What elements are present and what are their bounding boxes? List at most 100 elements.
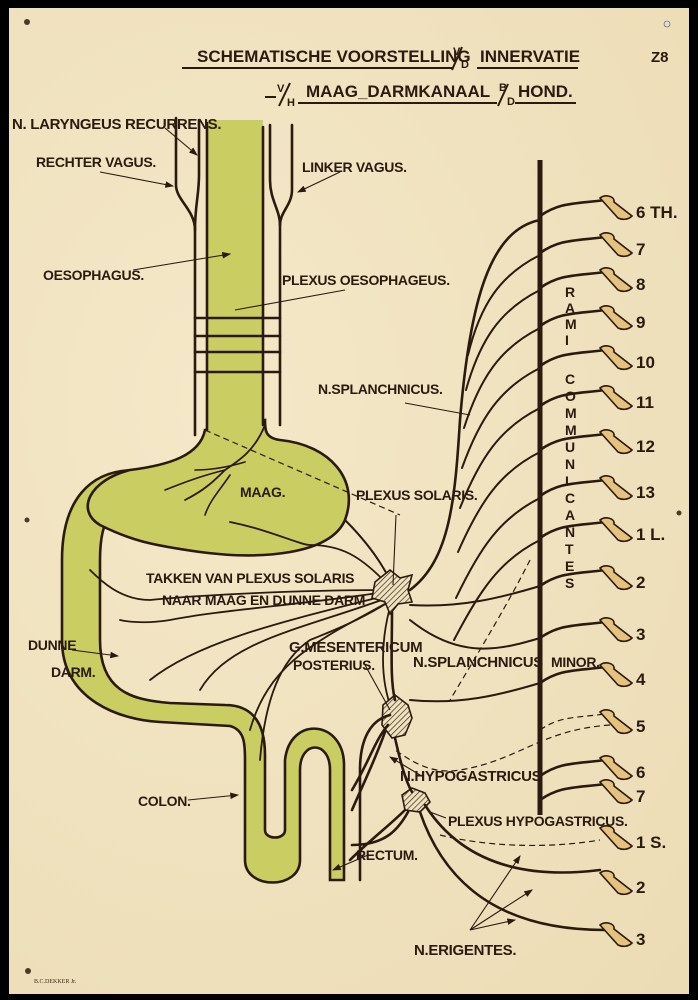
spinal-root: 2 [598, 870, 645, 897]
title-frac-top: V [453, 46, 461, 58]
title-line2-a: MAAG_DARMKANAAL [306, 82, 490, 101]
label-g-mesentericum-2: POSTERIUS. [293, 657, 375, 673]
title2-frac2-top: B [499, 82, 507, 94]
rami-letter: I [565, 332, 569, 348]
rami-letter: A [565, 300, 575, 316]
root-stub [598, 475, 634, 501]
pelvic-nerves [348, 610, 607, 932]
root-label: 7 [636, 787, 645, 806]
root-stub [598, 517, 634, 543]
label-splanchnicus-minor-a: N.SPLANCHNICUS [413, 654, 543, 671]
root-stub [598, 429, 634, 455]
spinal-root: 10 [538, 345, 655, 372]
root-stub [598, 232, 634, 258]
spinal-root: 12 [538, 429, 655, 456]
root-label: 4 [636, 670, 646, 689]
spinal-root: 11 [538, 385, 654, 412]
root-stub [598, 617, 634, 643]
title-frac-bot: D [461, 59, 469, 71]
rami-letter: A [565, 507, 575, 523]
pin-hole [676, 510, 682, 516]
rami-letter: O [565, 388, 576, 404]
title-line1-a: SCHEMATISCHE VOORSTELLING [197, 47, 471, 66]
root-label: 1 L. [636, 525, 665, 544]
root-stub [598, 195, 634, 221]
root-label: 3 [636, 930, 645, 949]
title-line2-b: HOND. [518, 82, 573, 101]
label-g-mesentericum-1: G.MESENTERICUM [289, 639, 422, 656]
label-dunne-darm-2: DARM. [51, 664, 95, 680]
pointer-lines [71, 127, 533, 931]
label-laryngeus: N. LARYNGEUS RECURRENS. [12, 116, 221, 133]
root-stub [598, 385, 634, 411]
rami-letter: M [565, 422, 576, 438]
splanchnicus-nerves [408, 218, 542, 703]
spinal-root: 5 [539, 709, 645, 736]
root-stub [598, 779, 634, 805]
spinal-root: 7 [538, 779, 645, 806]
rami-letter: C [565, 371, 575, 387]
root-stub [598, 825, 634, 851]
root-stub [598, 267, 634, 293]
label-oesophagus: OESOPHAGUS. [43, 267, 144, 283]
spinal-root: 6 [538, 755, 645, 782]
label-erigentes: N.ERIGENTES. [414, 942, 516, 959]
root-label: 7 [636, 240, 645, 259]
root-stub [598, 662, 634, 688]
root-label: 12 [636, 437, 655, 456]
label-plexus-hypogastricus: PLEXUS HYPOGASTRICUS. [448, 813, 628, 829]
pin-hole [24, 517, 30, 523]
solaris-branches [89, 569, 393, 761]
rami-letter: T [565, 541, 574, 557]
catalog-mark: Z8 [651, 49, 669, 66]
label-dunne-darm-1: DUNNE [28, 637, 76, 653]
title-line1-b: INNERVATIE [480, 47, 580, 66]
vagus-nerves [174, 116, 294, 437]
spinal-root: 7 [538, 232, 645, 259]
label-takken-1: TAKKEN VAN PLEXUS SOLARIS [146, 570, 354, 586]
spinal-root: 2 [538, 565, 645, 592]
title2-frac2-bot: D [507, 96, 515, 108]
rami-letter: C [565, 490, 575, 506]
plexus-solaris-ganglion [371, 568, 414, 616]
label-maag: MAAG. [240, 484, 285, 500]
root-stub [598, 755, 634, 781]
root-stub [598, 565, 634, 591]
stomach [86, 418, 351, 557]
label-takken-2: NAAR MAAG EN DUNNE DARM [162, 592, 365, 608]
label-splanchnicus-minor-b: MINOR. [551, 654, 600, 670]
root-label: 2 [636, 573, 645, 592]
label-rectum: RECTUM. [356, 847, 418, 863]
label-linker-vagus: LINKER VAGUS. [302, 159, 407, 175]
rami-letter: N [565, 524, 575, 540]
spinal-root: 3 [538, 617, 645, 644]
root-stub [598, 922, 634, 948]
rami-letter: R [565, 284, 575, 300]
oesophagus [207, 120, 263, 435]
spinal-root: 6 TH. [538, 195, 678, 222]
spinal-root: 9 [538, 305, 645, 332]
root-label: 8 [636, 275, 645, 294]
root-label: 11 [636, 393, 654, 412]
spinal-root: 1 S. [598, 825, 666, 852]
spinal-root: 1 L. [538, 517, 665, 544]
title2-frac-bot: H [287, 97, 295, 109]
label-hypogastricus: N.HYPOGASTRICUS [400, 768, 542, 785]
root-label: 5 [636, 717, 645, 736]
root-stub [598, 345, 634, 371]
root-label: 6 [636, 763, 645, 782]
rami-letter: U [565, 439, 575, 455]
label-plexus-solaris: PLEXUS SOLARIS. [356, 487, 478, 503]
rami-letter: M [565, 405, 576, 421]
root-label: 2 [636, 878, 645, 897]
mesentericum-ganglion [381, 693, 413, 739]
rami-letter: E [565, 558, 574, 574]
pin-hole [663, 20, 671, 28]
spinal-root: 13 [538, 475, 655, 502]
label-colon: COLON. [138, 793, 191, 809]
root-label: 3 [636, 625, 645, 644]
root-label: 9 [636, 313, 645, 332]
spinal-roots: 6 TH. 7 8 9 10 11 12 13 1 L. 2 3 4 5 6 7 1 S. 2 3 [538, 195, 678, 949]
